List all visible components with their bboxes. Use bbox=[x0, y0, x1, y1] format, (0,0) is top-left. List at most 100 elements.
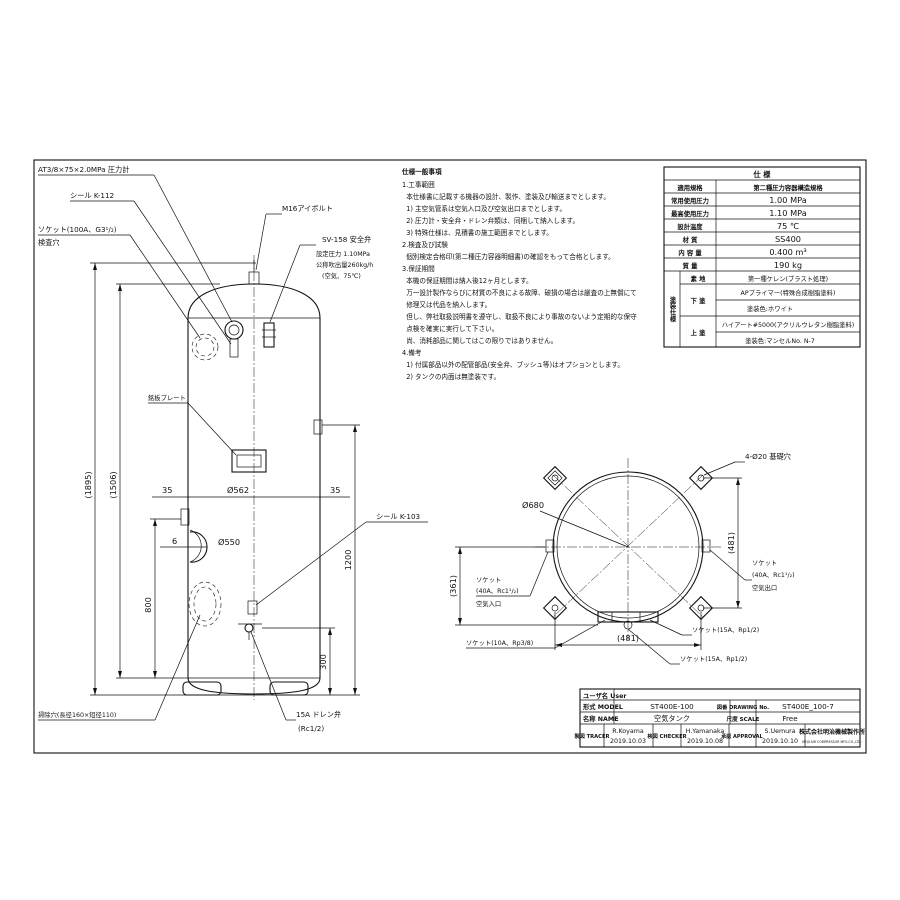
callout-eyebolt: M16アイボルト bbox=[282, 204, 333, 213]
plan-dim-361: (361) bbox=[448, 575, 458, 597]
drain-valve bbox=[244, 623, 254, 633]
spec-table: 仕 様 適用規格 第二種圧力容器構造規格 常用使用圧力 1.00 MPa 最高使… bbox=[663, 166, 861, 348]
callout-sv-set: 設定圧力 1.10MPa bbox=[316, 249, 370, 258]
spec-value: 190 kg bbox=[774, 260, 802, 270]
nameplate bbox=[231, 449, 267, 473]
title-block: ユーザ名 User 形式 MODEL ST400E-100 図番 DRAWING… bbox=[574, 688, 865, 748]
notes-line: 点検を確実に実行して下さい。 bbox=[402, 324, 498, 333]
notes-line: 1) 付属部品以外の配管部品(安全弁、ブッシュ等)はオプションとします。 bbox=[402, 360, 624, 369]
elevation-dimensions: (1895) (1506) 800 1200 300 35 Ø562 35 6 … bbox=[83, 262, 360, 696]
tb-checker-date: 2019.10.08 bbox=[687, 738, 723, 745]
tb-name: 空気タンク bbox=[654, 714, 690, 723]
callout-sv: SV-158 安全弁 bbox=[322, 235, 371, 244]
tb-approver: S.Uemura bbox=[764, 728, 795, 735]
dim-1200: 1200 bbox=[343, 550, 353, 571]
paint-label: 上 塗 bbox=[691, 328, 706, 337]
tb-user-label: ユーザ名 User bbox=[583, 691, 627, 700]
notes-line: 1.工事範囲 bbox=[402, 180, 435, 189]
tb-name-label: 名称 NAME bbox=[583, 714, 619, 723]
spec-value: 1.10 MPa bbox=[769, 208, 806, 218]
callout-nameplate: 銘板プレート bbox=[148, 393, 186, 402]
plan-socket-15a-bottom: ソケット(15A、Rp1/2) bbox=[680, 655, 747, 663]
paint-value: APプライマー(特殊合成樹脂塗料) bbox=[741, 288, 836, 297]
spec-label: 内 容 量 bbox=[678, 248, 702, 257]
plan-outlet-socket: ソケット bbox=[752, 559, 777, 567]
plan-outlet-size: (40A、Rc1¹/₂) bbox=[752, 572, 795, 579]
paint-value: 塗装色:ホワイト bbox=[747, 304, 793, 313]
dim-562: Ø562 bbox=[227, 485, 249, 495]
dim-1895: (1895) bbox=[83, 471, 93, 498]
paint-label: 下 塗 bbox=[691, 296, 706, 305]
plan-outlet-label: 空気出口 bbox=[752, 583, 777, 592]
dim-1506: (1506) bbox=[108, 471, 118, 498]
notes-line: 個別検定合格印(第二種圧力容器明細書)の確認をもって合格とします。 bbox=[402, 252, 615, 261]
tb-drawing-no: ST400E_100-7 bbox=[782, 702, 834, 711]
elevation-callouts: AT3/8×75×2.0MPa 圧力計 シール K-112 ソケット(100A、… bbox=[38, 165, 428, 733]
drawing-frame bbox=[33, 159, 867, 754]
paint-label: 素 地 bbox=[691, 274, 706, 283]
outlet-nozzle bbox=[313, 419, 323, 435]
notes-line: 1) 主空気管系は空気入口及び空気出口までとします。 bbox=[402, 204, 566, 213]
spec-label: 常用使用圧力 bbox=[671, 196, 709, 205]
tank-elevation bbox=[176, 255, 330, 700]
paint-value: 塗装色:マンセルNo. N-7 bbox=[745, 336, 815, 345]
plan-inlet-size: (40A、Rc1¹/₂) bbox=[476, 588, 519, 595]
tb-checker: H.Yamanaka bbox=[686, 728, 725, 735]
tb-drawing-label: 図番 DRAWING No. bbox=[717, 703, 769, 711]
notes-line: 2) 圧力計・安全弁・ドレン弁類は、同梱して納入します。 bbox=[402, 216, 579, 225]
dim-550: Ø550 bbox=[218, 537, 240, 547]
tb-approval-date: 2019.10.10 bbox=[762, 738, 798, 745]
plan-outlet-nozzle bbox=[701, 539, 711, 553]
callout-socket-100a: ソケット(100A、G3¹/₂) bbox=[38, 225, 117, 234]
plan-dim-680: Ø680 bbox=[522, 500, 544, 510]
notes-line: 本仕様書に記載する機器の設計、製作、塗装及び輸送までとします。 bbox=[402, 192, 610, 201]
plan-inlet-socket: ソケット bbox=[476, 576, 501, 584]
tank-plan-view bbox=[535, 458, 722, 640]
spec-value: 第二種圧力容器構造規格 bbox=[753, 183, 823, 192]
tb-company: 株式会社明治機械製作所 bbox=[799, 728, 865, 736]
notes-line: 2) タンクの内面は無塗装です。 bbox=[402, 372, 500, 381]
plan-dimensions: (481) (361) (481) Ø680 bbox=[448, 477, 742, 650]
paint-value: 第一種ケレン(ブラスト処理) bbox=[748, 274, 828, 283]
notes-line: 3.保証期間 bbox=[402, 264, 435, 273]
spec-value: 0.400 m³ bbox=[769, 247, 806, 257]
dim-35-left: 35 bbox=[162, 485, 172, 495]
callout-seal-k112: シール K-112 bbox=[70, 191, 114, 200]
paint-value: ハイアート#5000(アクリルウレタン樹脂塗料) bbox=[722, 320, 854, 329]
callout-inspect-hole: 検査穴 bbox=[38, 238, 60, 247]
inlet-nozzle bbox=[180, 508, 190, 526]
spec-value: 75 ℃ bbox=[777, 221, 799, 231]
callout-gauge: AT3/8×75×2.0MPa 圧力計 bbox=[38, 165, 129, 174]
plan-inlet-label: 空気入口 bbox=[476, 599, 501, 608]
callout-seal-k103: シール K-103 bbox=[376, 512, 420, 521]
plan-socket-10a: ソケット(10A、Rp3/8) bbox=[466, 639, 533, 647]
callout-sv-cond: (空気、75℃) bbox=[322, 271, 361, 280]
callout-cleanout: 掃除穴(長径160×短径110) bbox=[38, 710, 116, 719]
plan-callouts: 4-Ø20 基礎穴 ソケット (40A、Rc1¹/₂) 空気入口 ソケット (4… bbox=[466, 452, 795, 665]
callout-drain-size: (Rc1/2) bbox=[298, 724, 324, 733]
plan-dim-481-vertical: (481) bbox=[726, 532, 736, 554]
spec-value: SS400 bbox=[775, 234, 801, 244]
notes-line: 2.検査及び試験 bbox=[402, 240, 448, 249]
notes-line: 修理又は代品を納入します。 bbox=[402, 300, 491, 309]
tb-tracer: R.Koyama bbox=[612, 728, 644, 735]
cleanout-hole bbox=[188, 581, 222, 627]
callout-drain: 15A ドレン弁 bbox=[296, 710, 341, 719]
spec-value: 1.00 MPa bbox=[769, 195, 806, 205]
paint-group-label: 塗装仕様 bbox=[669, 295, 677, 323]
notes-heading: 仕様一般事項 bbox=[401, 167, 442, 176]
plan-inlet-nozzle bbox=[545, 539, 555, 553]
spec-label: 最高使用圧力 bbox=[671, 209, 709, 218]
notes-line: 4.備考 bbox=[402, 348, 422, 357]
notes-line: 尚、消耗部品に関してはこの限りではありません。 bbox=[402, 336, 557, 345]
notes-line: 但し、弊社取扱説明書を遵守し、取扱不良により事故のないよう定期的な保守 bbox=[402, 312, 637, 321]
tb-checker-label: 検図 CHECKER bbox=[647, 732, 686, 740]
notes-line: 万一設計製作ならびに材質の不良による故障、破損の場合は厳査の上無償にて bbox=[402, 288, 637, 297]
spec-label: 質 量 bbox=[683, 261, 698, 270]
tb-tracer-date: 2019.10.03 bbox=[610, 738, 646, 745]
inspection-hole bbox=[191, 333, 219, 361]
spec-label: 適用規格 bbox=[677, 183, 703, 192]
plan-holes: 4-Ø20 基礎穴 bbox=[745, 452, 791, 461]
pressure-gauge bbox=[224, 320, 244, 340]
